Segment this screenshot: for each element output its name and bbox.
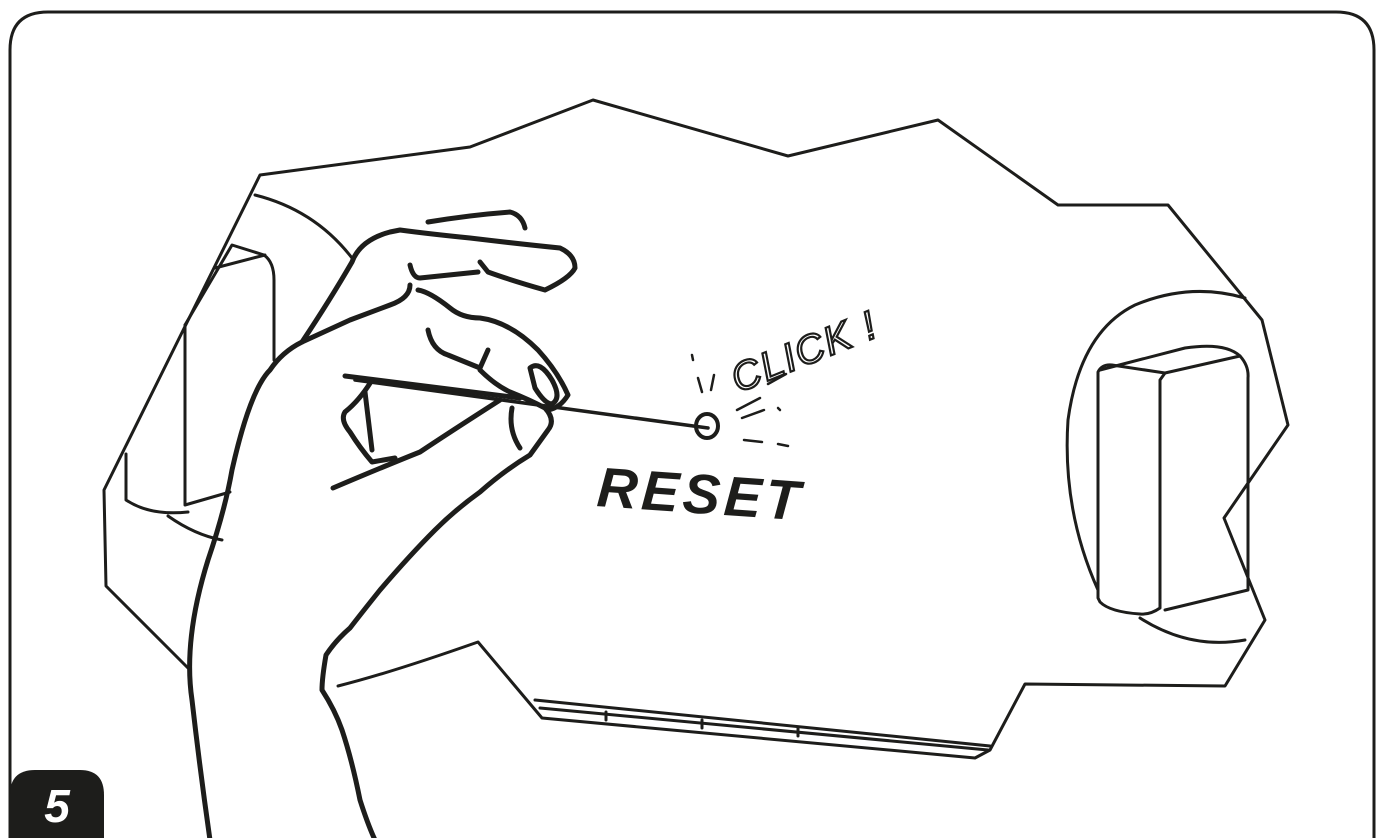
reset-tool: [353, 378, 710, 430]
step-badge: [10, 770, 104, 838]
panel-frame: [8, 10, 1376, 838]
left-knob: [124, 193, 354, 542]
hand-illustration: [187, 209, 578, 838]
right-knob: [1065, 290, 1250, 644]
device-body: [102, 98, 1290, 760]
click-label: CLICK !: [725, 303, 884, 402]
reset-label: RESET: [595, 455, 806, 532]
reset-hole: [694, 412, 720, 440]
step-number: 5: [44, 780, 71, 832]
click-burst: [690, 353, 790, 448]
